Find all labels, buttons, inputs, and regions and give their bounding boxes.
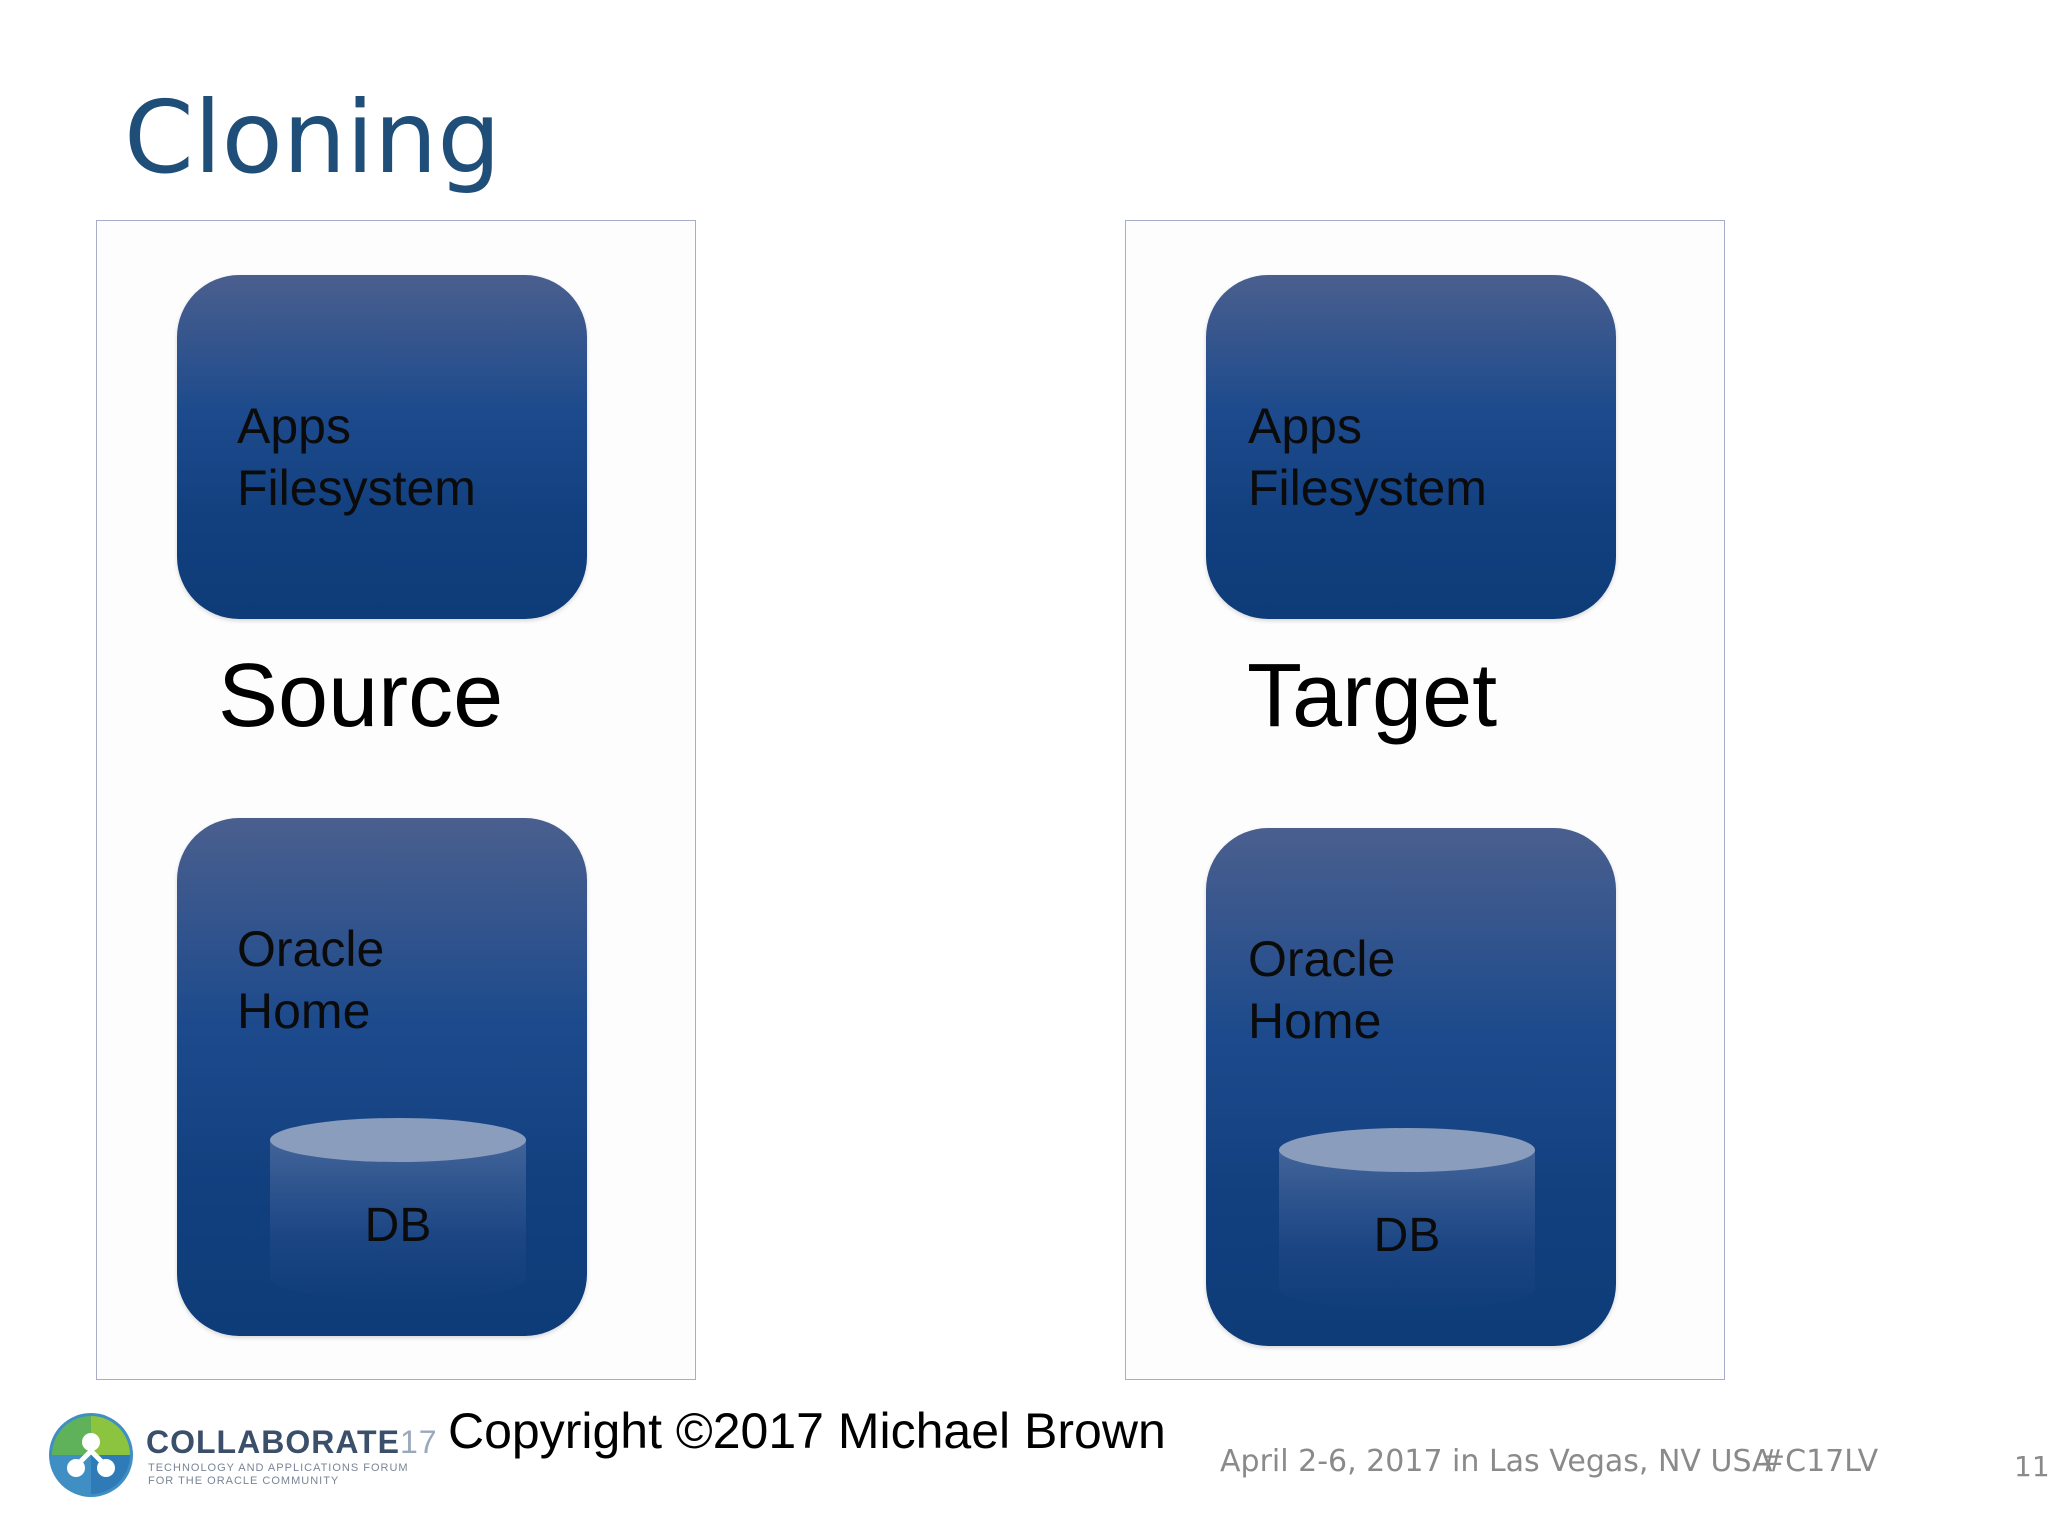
source-db-cylinder-icon: DB (270, 1118, 526, 1308)
collaborate-brand-name: COLLABORATE (146, 1424, 400, 1460)
collaborate-tagline: TECHNOLOGY AND APPLICATIONS FORUM FOR TH… (148, 1462, 409, 1487)
collaborate-brand-number: 17 (399, 1424, 438, 1460)
target-label: Target (1247, 646, 1498, 746)
event-hashtag: #C17LV (1760, 1444, 1879, 1479)
source-db-cylinder-top (270, 1118, 526, 1162)
target-db-cylinder-icon: DB (1279, 1128, 1535, 1318)
collaborate-brand: COLLABORATE17 (146, 1424, 438, 1461)
source-db-cylinder-body (270, 1140, 526, 1300)
source-apps-filesystem-block: Apps Filesystem (177, 275, 587, 619)
target-db-cylinder-top (1279, 1128, 1535, 1172)
slide-title: Cloning (124, 79, 501, 196)
source-label: Source (218, 646, 504, 746)
target-apps-filesystem-block: Apps Filesystem (1206, 275, 1616, 619)
target-apps-filesystem-label: Apps Filesystem (1248, 398, 1487, 516)
source-db-label: DB (364, 1199, 432, 1252)
source-oracle-home-block: Oracle Home DB (177, 818, 587, 1336)
target-oracle-home-label: Oracle Home (1248, 931, 1396, 1049)
source-apps-filesystem-label: Apps Filesystem (237, 398, 476, 516)
source-oracle-home-label: Oracle Home (237, 921, 385, 1039)
event-info: April 2-6, 2017 in Las Vegas, NV USA (1220, 1444, 1773, 1479)
target-db-cylinder-body (1279, 1150, 1535, 1310)
target-oracle-home-block: Oracle Home DB (1206, 828, 1616, 1346)
target-db-label: DB (1373, 1209, 1441, 1262)
source-panel: Apps Filesystem Source Oracle Home DB (96, 220, 696, 1380)
collaborate-logo-icon (49, 1413, 133, 1497)
target-panel: Apps Filesystem Target Oracle Home DB (1125, 220, 1725, 1380)
slide-number: 11 (2014, 1450, 2048, 1483)
copyright-text: Copyright ©2017 Michael Brown (448, 1403, 1166, 1459)
